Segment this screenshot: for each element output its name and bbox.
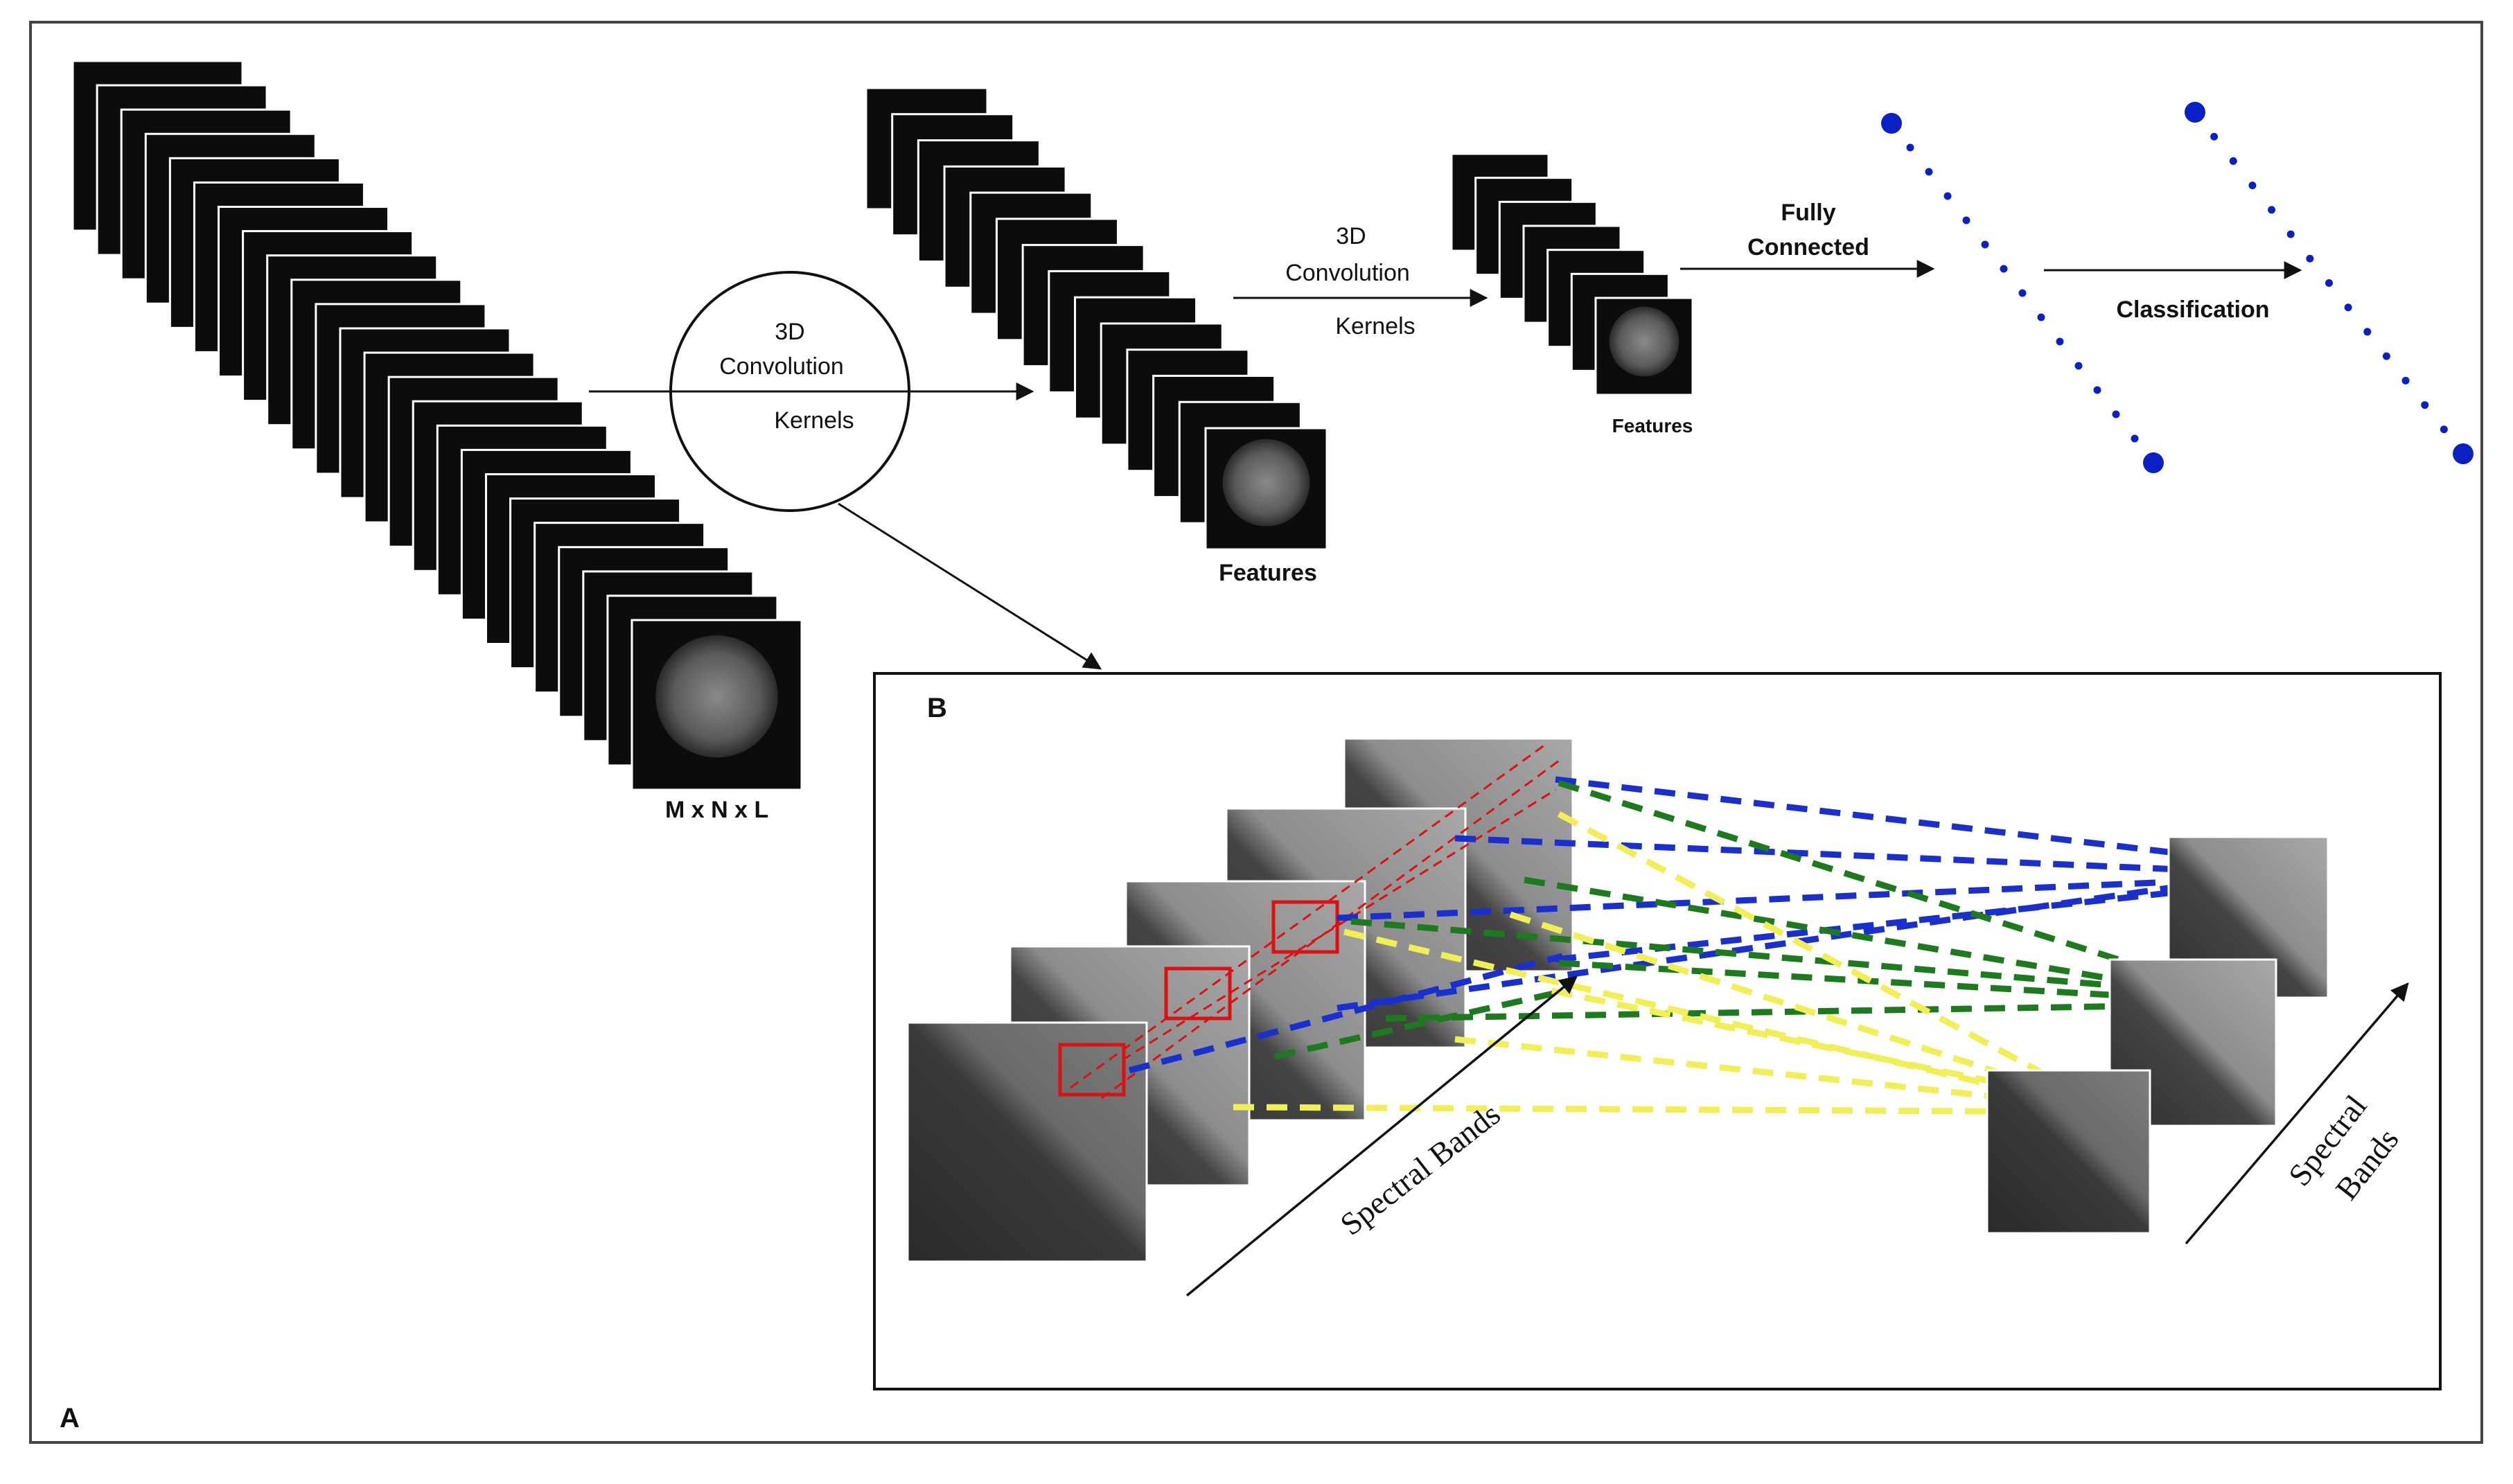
class-node — [2286, 230, 2295, 238]
class-node — [2401, 376, 2410, 385]
connection-line-yellow — [1557, 811, 2108, 1110]
class-node — [2344, 303, 2352, 312]
connection-line-yellow — [1233, 1104, 2110, 1115]
panel-b-label: B — [927, 693, 947, 723]
class-node — [2248, 182, 2257, 190]
class-node — [2325, 279, 2333, 287]
conv2-label-convolution: Convolution — [1285, 260, 1410, 286]
kernel-connection-lines — [1128, 776, 2301, 1115]
conv2-label-3d: 3D — [1336, 223, 1366, 249]
kernel-box — [1164, 966, 1232, 1021]
fc-node-bottom — [2143, 452, 2164, 473]
connection-line-blue — [1555, 876, 2291, 963]
class-node — [2306, 254, 2314, 263]
connection-line-green — [1274, 987, 1567, 1060]
panel-a-label: A — [60, 1403, 80, 1433]
fc-node-top — [1881, 113, 1902, 134]
class-node — [2382, 352, 2390, 360]
arrow-circle-to-panel-b — [838, 502, 1102, 670]
fc-node — [2018, 289, 2027, 297]
fully-connected-label-line1: Fully — [1781, 200, 1835, 226]
connection-line-green — [1350, 918, 2218, 998]
connection-line-blue — [1337, 866, 2298, 1012]
kernel-projection-line — [1070, 743, 1546, 1089]
feature-map-stack-1 — [865, 87, 1328, 551]
class-node — [2229, 157, 2237, 165]
fc-node — [1943, 192, 1952, 200]
fc-node — [2093, 386, 2101, 394]
feature-2-cell-image — [1609, 306, 1679, 377]
fc-node — [2056, 337, 2064, 346]
fully-connected-nodes — [1881, 113, 2164, 473]
connection-line-blue — [1555, 776, 2287, 869]
output-band-image — [1986, 1069, 2151, 1235]
fc-node — [2131, 434, 2139, 443]
connection-line-yellow — [1509, 911, 2111, 1112]
classification-nodes — [2185, 102, 2474, 464]
class-node — [2440, 425, 2448, 434]
class-node — [2268, 206, 2276, 214]
kernel-projection-line — [1122, 788, 1556, 1061]
fc-node — [2037, 313, 2045, 321]
class-node-top — [2185, 102, 2205, 123]
output-spectral-bands — [1986, 836, 2329, 1235]
class-node — [2210, 132, 2219, 141]
conv1-label-3d: 3D — [775, 319, 804, 345]
input-image-stack — [71, 60, 803, 791]
fc-node — [1925, 168, 1933, 176]
conv1-label-convolution: Convolution — [719, 353, 844, 380]
conv2-label-kernels: Kernels — [1335, 313, 1415, 339]
connection-line-green — [1558, 779, 2219, 994]
feature-1-cell-image — [1222, 439, 1310, 527]
connection-line-blue — [1337, 873, 2301, 921]
classification-label: Classification — [2116, 297, 2269, 323]
conv1-label-kernels: Kernels — [774, 407, 854, 434]
fc-node — [1906, 143, 1914, 152]
fc-node — [1981, 240, 1989, 249]
class-node — [2421, 401, 2429, 409]
fully-connected-label-line2: Connected — [1747, 234, 1869, 260]
kernel-box — [1271, 900, 1339, 954]
input-dimension-label: M x N x L — [665, 797, 768, 823]
connection-line-blue — [1128, 953, 1564, 1074]
fc-node — [2112, 410, 2120, 418]
fc-node — [2000, 265, 2008, 273]
feature-map-stack-2 — [1450, 152, 1694, 396]
spectral-bands-arrow-right — [2185, 982, 2409, 1245]
fc-node — [1962, 216, 1970, 224]
fc-node — [2074, 362, 2083, 370]
connection-line-green — [1558, 960, 2218, 1005]
input-band-cell-image — [655, 635, 778, 758]
class-node — [2363, 328, 2372, 336]
spectral-bands-arrow-left — [1185, 975, 1578, 1297]
features-1-label: Features — [1219, 560, 1317, 586]
features-2-label: Features — [1612, 415, 1693, 436]
connection-line-green — [1524, 876, 2225, 1001]
input-band-image — [906, 1021, 1148, 1263]
panel-a-frame — [29, 21, 2483, 1444]
connection-line-blue — [1454, 835, 2294, 878]
class-node-bottom — [2453, 443, 2474, 464]
kernel-box — [1058, 1043, 1126, 1097]
